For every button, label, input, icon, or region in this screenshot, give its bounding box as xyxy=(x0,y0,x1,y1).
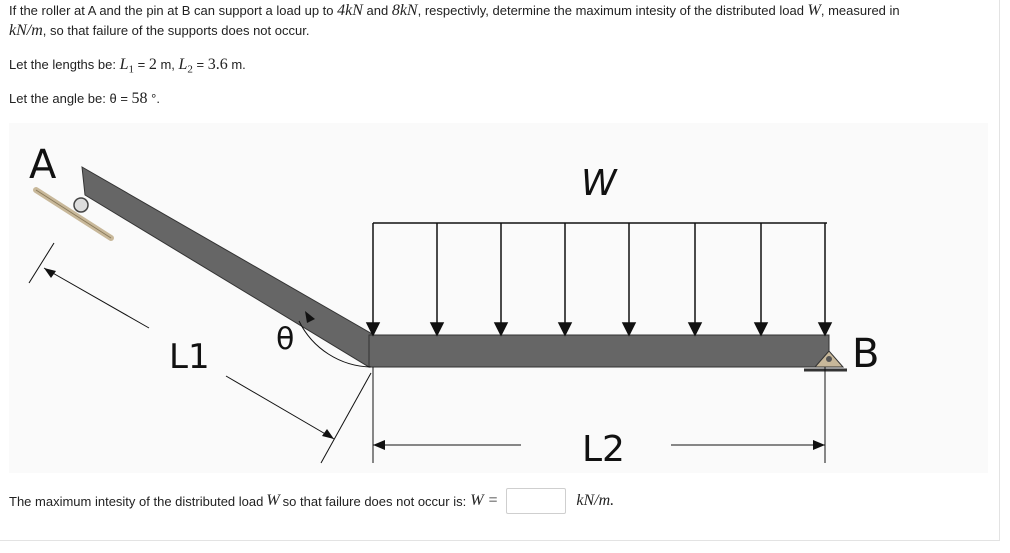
math-roller-load: 4kN xyxy=(337,2,363,19)
answer-prompt: The maximum intesity of the distributed … xyxy=(9,493,264,509)
roller-surface-edge xyxy=(35,189,112,239)
answer-row: The maximum intesity of the distributed … xyxy=(9,486,614,516)
label-l2: L2 xyxy=(582,429,625,470)
label-theta: θ xyxy=(276,322,294,357)
beam-figure: A B W L1 L2 θ xyxy=(9,123,988,473)
l2-arrow-a xyxy=(373,440,385,450)
statement-text: If the roller at A and the pin at B can … xyxy=(9,3,338,18)
l1-ext-line-a xyxy=(28,242,55,284)
answer-unit: kN/m. xyxy=(576,492,615,509)
label-b: B xyxy=(852,331,879,377)
lengths-text: m. xyxy=(227,57,246,72)
lengths-line: Let the lengths be: L1 = 2 m, L2 = 3.6 m… xyxy=(9,55,246,80)
horizontal-beam xyxy=(368,334,830,368)
l2-value: 3.6 xyxy=(207,56,228,73)
answer-var: W xyxy=(266,492,280,509)
angle-text: °. xyxy=(147,91,160,106)
answer-lhs: W = xyxy=(470,492,499,509)
statement-text: and xyxy=(362,3,392,18)
math-w: W xyxy=(807,2,821,19)
math-sub: 2 xyxy=(187,63,193,76)
lengths-text: = xyxy=(134,57,149,72)
l1-value: 2 xyxy=(148,56,157,73)
l1-arrow-b xyxy=(322,429,334,439)
l2-arrow-b xyxy=(813,440,825,450)
question-panel: If the roller at A and the pin at B can … xyxy=(0,0,1000,541)
lengths-text: Let the lengths be: xyxy=(9,57,120,72)
theta-arc xyxy=(298,320,372,368)
pin-circle xyxy=(826,356,832,362)
statement-text: , measured in xyxy=(820,3,900,18)
math-l2: L xyxy=(178,56,188,73)
math-unit: kN/m xyxy=(9,22,43,39)
l1-ext-line-b xyxy=(320,372,372,464)
inclined-beam xyxy=(81,166,375,368)
label-w: W xyxy=(581,163,618,204)
answer-input[interactable] xyxy=(506,488,567,514)
statement-text: , respectivly, determine the maximum int… xyxy=(417,3,808,18)
roller-circle xyxy=(73,197,89,213)
lengths-text: = xyxy=(192,57,208,72)
theta-value: 58 xyxy=(131,90,148,107)
problem-statement: If the roller at A and the pin at B can … xyxy=(9,1,994,41)
beam-diagram: A B W L1 L2 θ xyxy=(28,142,879,470)
math-pin-load: 8kN xyxy=(391,2,418,19)
l1-dim-line-b xyxy=(225,375,335,440)
lengths-text: m, xyxy=(156,57,179,72)
angle-line: Let the angle be: θ = 58 °. xyxy=(9,89,160,109)
angle-text: Let the angle be: θ = xyxy=(9,91,132,106)
label-a: A xyxy=(29,142,57,188)
load-arrows xyxy=(365,223,833,337)
theta-arrow xyxy=(305,311,315,323)
answer-prompt-b: so that failure does not occur is: xyxy=(282,493,467,509)
label-l1: L1 xyxy=(169,337,210,377)
l1-dim-line-a xyxy=(43,267,150,329)
math-l1: L xyxy=(119,56,129,73)
l1-arrow-a xyxy=(44,268,56,278)
math-sub: 1 xyxy=(128,63,135,76)
statement-text: , so that failure of the supports does n… xyxy=(42,23,310,38)
